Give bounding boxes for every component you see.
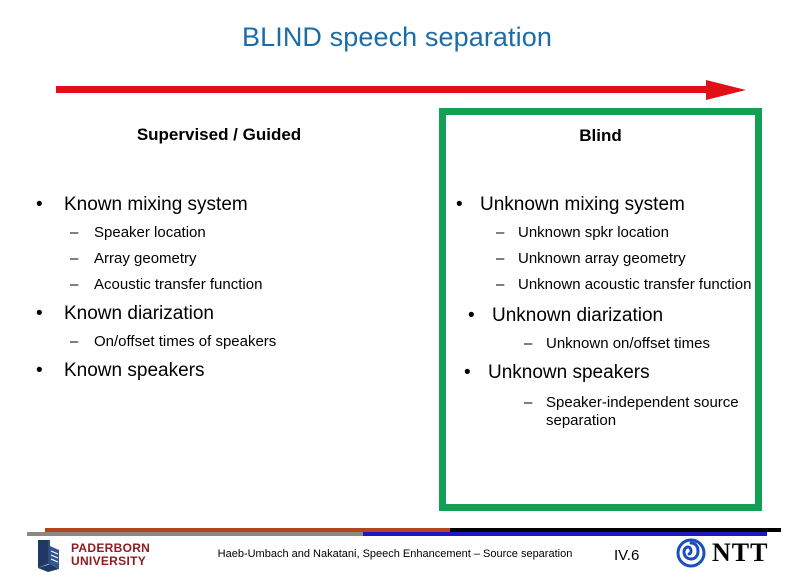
list-item: • Known diarization (18, 303, 438, 325)
list-item-label: Unknown speakers (488, 362, 650, 383)
list-item-label: Unknown array geometry (518, 250, 686, 267)
footer-credit-text: Haeb-Umbach and Nakatani, Speech Enhance… (217, 548, 573, 560)
column-heading-blind: Blind (579, 126, 622, 145)
list-item: • Known mixing system (18, 194, 438, 216)
column-heading-supervised: Supervised / Guided (136, 125, 302, 144)
ntt-eye-icon (676, 538, 706, 568)
ntt-wordmark: NTT (712, 538, 769, 567)
list-item-label: Known mixing system (64, 194, 248, 215)
dash-icon: – (524, 335, 533, 352)
list-item: • Known speakers (18, 360, 438, 382)
ntt-logo: NTT (676, 538, 768, 568)
list-item-label: Array geometry (94, 250, 197, 267)
footer-divider-orange (45, 528, 450, 532)
bullet-icon: • (464, 362, 471, 383)
list-item: – Array geometry (18, 250, 438, 268)
bullet-icon: • (456, 194, 463, 215)
dash-icon: – (70, 250, 79, 267)
list-item-label: Unknown diarization (492, 305, 664, 326)
list-item-label: Known speakers (64, 360, 205, 381)
supervised-guided-list: • Known mixing system – Speaker location… (18, 194, 438, 382)
blind-highlight-box (439, 108, 762, 511)
list-item-label: Known diarization (64, 303, 214, 324)
list-item: – Unknown spkr location (456, 224, 753, 242)
dash-icon: – (496, 250, 505, 267)
list-item-label: Unknown on/offset times (546, 335, 710, 352)
list-item: – Speaker-independent source separation (484, 394, 753, 430)
list-item: • Unknown speakers (456, 362, 753, 384)
bullet-icon: • (36, 303, 43, 324)
bullet-icon: • (36, 360, 43, 381)
paderborn-book-icon (38, 540, 59, 572)
list-item-label: Unknown mixing system (480, 194, 685, 215)
list-item: – On/offset times of speakers (18, 333, 438, 351)
list-item: – Unknown array geometry (456, 250, 753, 268)
paderborn-line-2: UNIVERSITY (71, 554, 147, 568)
list-item: • Unknown diarization (460, 305, 753, 327)
list-item-label: Speaker-independent source separation (546, 394, 739, 429)
page-number: IV.6 (614, 547, 640, 564)
footer-divider-blue (363, 532, 767, 536)
paderborn-line-1: PADERBORN (71, 541, 151, 555)
bullet-icon: • (36, 194, 43, 215)
footer-divider-gray (27, 532, 363, 536)
list-item-label: Unknown spkr location (518, 224, 669, 241)
dash-icon: – (70, 224, 79, 241)
footer-divider-black (450, 528, 781, 532)
list-item-label: Acoustic transfer function (94, 276, 263, 293)
page-title: BLIND speech separation (242, 22, 552, 52)
paderborn-university-logo: PADERBORN UNIVERSITY (34, 538, 150, 572)
blind-list: • Unknown mixing system – Unknown spkr l… (448, 194, 753, 430)
list-item-label: Unknown acoustic transfer function (518, 276, 752, 293)
list-item-label: Speaker location (94, 224, 206, 241)
list-item: • Unknown mixing system (448, 194, 753, 216)
list-item: – Speaker location (18, 224, 438, 242)
dash-icon: – (70, 333, 79, 350)
progress-arrow-icon (56, 80, 746, 100)
list-item: – Acoustic transfer function (18, 276, 438, 294)
paderborn-wordmark: PADERBORN UNIVERSITY (71, 542, 150, 568)
dash-icon: – (70, 276, 79, 293)
list-item: – Unknown on/offset times (484, 335, 753, 353)
dash-icon: – (524, 394, 533, 411)
list-item-label: On/offset times of speakers (94, 333, 277, 350)
list-item: – Unknown acoustic transfer function (456, 276, 753, 294)
dash-icon: – (496, 224, 505, 241)
dash-icon: – (496, 276, 505, 293)
bullet-icon: • (468, 305, 475, 326)
